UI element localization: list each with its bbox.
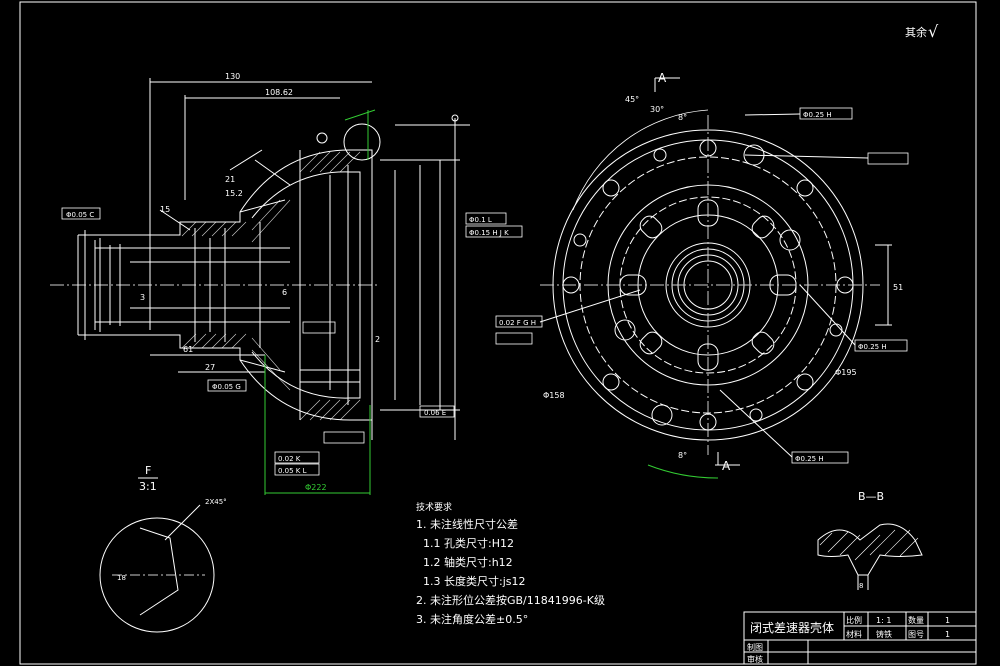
bolt-holes [562, 139, 854, 431]
detail-f-label: F [145, 464, 151, 477]
tol-k: 0.02 K [278, 455, 301, 463]
dim-3: 3 [140, 293, 145, 302]
tolerance-text: Φ0.05 C Φ0.05 G Φ0.1 L Φ0.15 H J K 0.06 … [66, 111, 887, 475]
dim-15-2: 15.2 [225, 189, 243, 198]
dim-phi158: Φ158 [543, 391, 565, 400]
inner-slots [619, 199, 797, 371]
part-name: 闭式差速器壳体 [750, 621, 834, 635]
section-b-b: B—B 8 [817, 490, 923, 590]
note-item-2: 2. 未注形位公差按GB/11841996-K级 [416, 593, 605, 607]
note-item-1-2: 1.2 轴类尺寸:h12 [423, 555, 513, 569]
notes-heading: 技术要求 [416, 501, 452, 513]
tol-left-top: Φ0.1 L [469, 216, 492, 224]
detail-f: F 3:1 2X45° 18 [99, 464, 227, 633]
tolerance-frames [61, 107, 909, 476]
dim-21: 21 [225, 175, 235, 184]
dim-51: 51 [893, 283, 903, 292]
note-item-1: 1. 未注线性尺寸公差 [416, 517, 518, 531]
drawn-label: 制图 [747, 642, 763, 652]
title-block-text: 闭式差速器壳体 比例 1: 1 数量 1 材料 铸铁 图号 1 制图 审核 [747, 615, 950, 664]
note-item-1-1: 1.1 孔类尺寸:H12 [423, 536, 514, 550]
end-view-text: A A 45° 30° 8° 8° 51 Φ158 Φ195 [543, 71, 903, 473]
dim-phi195: Φ195 [835, 368, 857, 377]
end-view [539, 77, 892, 479]
section-hatching [181, 151, 361, 421]
dim-61: 61 [183, 345, 193, 354]
drawing-no-value: 1 [945, 630, 950, 639]
dim-6: 6 [282, 288, 287, 297]
qty-label: 数量 [908, 615, 924, 625]
angle-30: 30° [650, 105, 664, 114]
detail-f-chamfer: 2X45° [205, 498, 227, 506]
tol-h-bottom: Φ0.25 H [795, 455, 824, 463]
drawing-frame [19, 1, 977, 665]
section-bb-title: B—B [858, 490, 884, 503]
note-item-1-3: 1.3 长度类尺寸:js12 [423, 574, 525, 588]
section-bb-dim: 8 [859, 582, 863, 590]
dim-15: 15 [160, 205, 170, 214]
section-mark-a-bottom: A [722, 459, 731, 473]
dim-130: 130 [225, 72, 240, 81]
checked-label: 审核 [747, 654, 763, 664]
section-mark-a-top: A [658, 71, 667, 85]
surface-finish-label: 其余 [905, 25, 927, 39]
tol-hjk: Φ0.15 H J K [469, 229, 509, 237]
surface-finish-note: 其余 √ [905, 22, 939, 41]
material-label: 材料 [846, 629, 862, 639]
section-dimension-text: 130 108.62 15 21 15.2 27 61 3 6 2 Φ222 [140, 72, 380, 492]
scale-value: 1: 1 [876, 616, 891, 625]
surface-finish-symbol: √ [928, 22, 939, 41]
title-block [743, 611, 977, 665]
tol-c: Φ0.05 C [66, 211, 94, 219]
detail-f-dim: 18 [117, 574, 126, 582]
technical-notes: 技术要求 1. 未注线性尺寸公差 1.1 孔类尺寸:H12 1.2 轴类尺寸:h… [416, 501, 605, 626]
dim-phi222: Φ222 [305, 483, 327, 492]
angle-45: 45° [625, 95, 639, 104]
detail-f-scale: 3:1 [139, 480, 157, 493]
angle-8-top: 8° [678, 113, 687, 122]
tol-e: 0.06 E [424, 409, 446, 417]
tol-kl: 0.05 K L [278, 467, 307, 475]
drawing-no-label: 图号 [908, 630, 924, 639]
angle-8-bottom: 8° [678, 451, 687, 460]
section-view [50, 78, 470, 495]
tol-fgh: 0.02 F G H [499, 319, 536, 327]
dim-27: 27 [205, 363, 215, 372]
qty-value: 1 [945, 616, 950, 625]
tol-h-right: Φ0.25 H [858, 343, 887, 351]
material-value: 铸铁 [876, 629, 892, 639]
scale-label: 比例 [846, 615, 862, 625]
dim-2: 2 [375, 335, 380, 344]
tol-h-top: Φ0.25 H [803, 111, 832, 119]
note-item-3: 3. 未注角度公差±0.5° [416, 612, 528, 626]
tol-g: Φ0.05 G [212, 383, 241, 391]
dim-108-62: 108.62 [265, 88, 293, 97]
